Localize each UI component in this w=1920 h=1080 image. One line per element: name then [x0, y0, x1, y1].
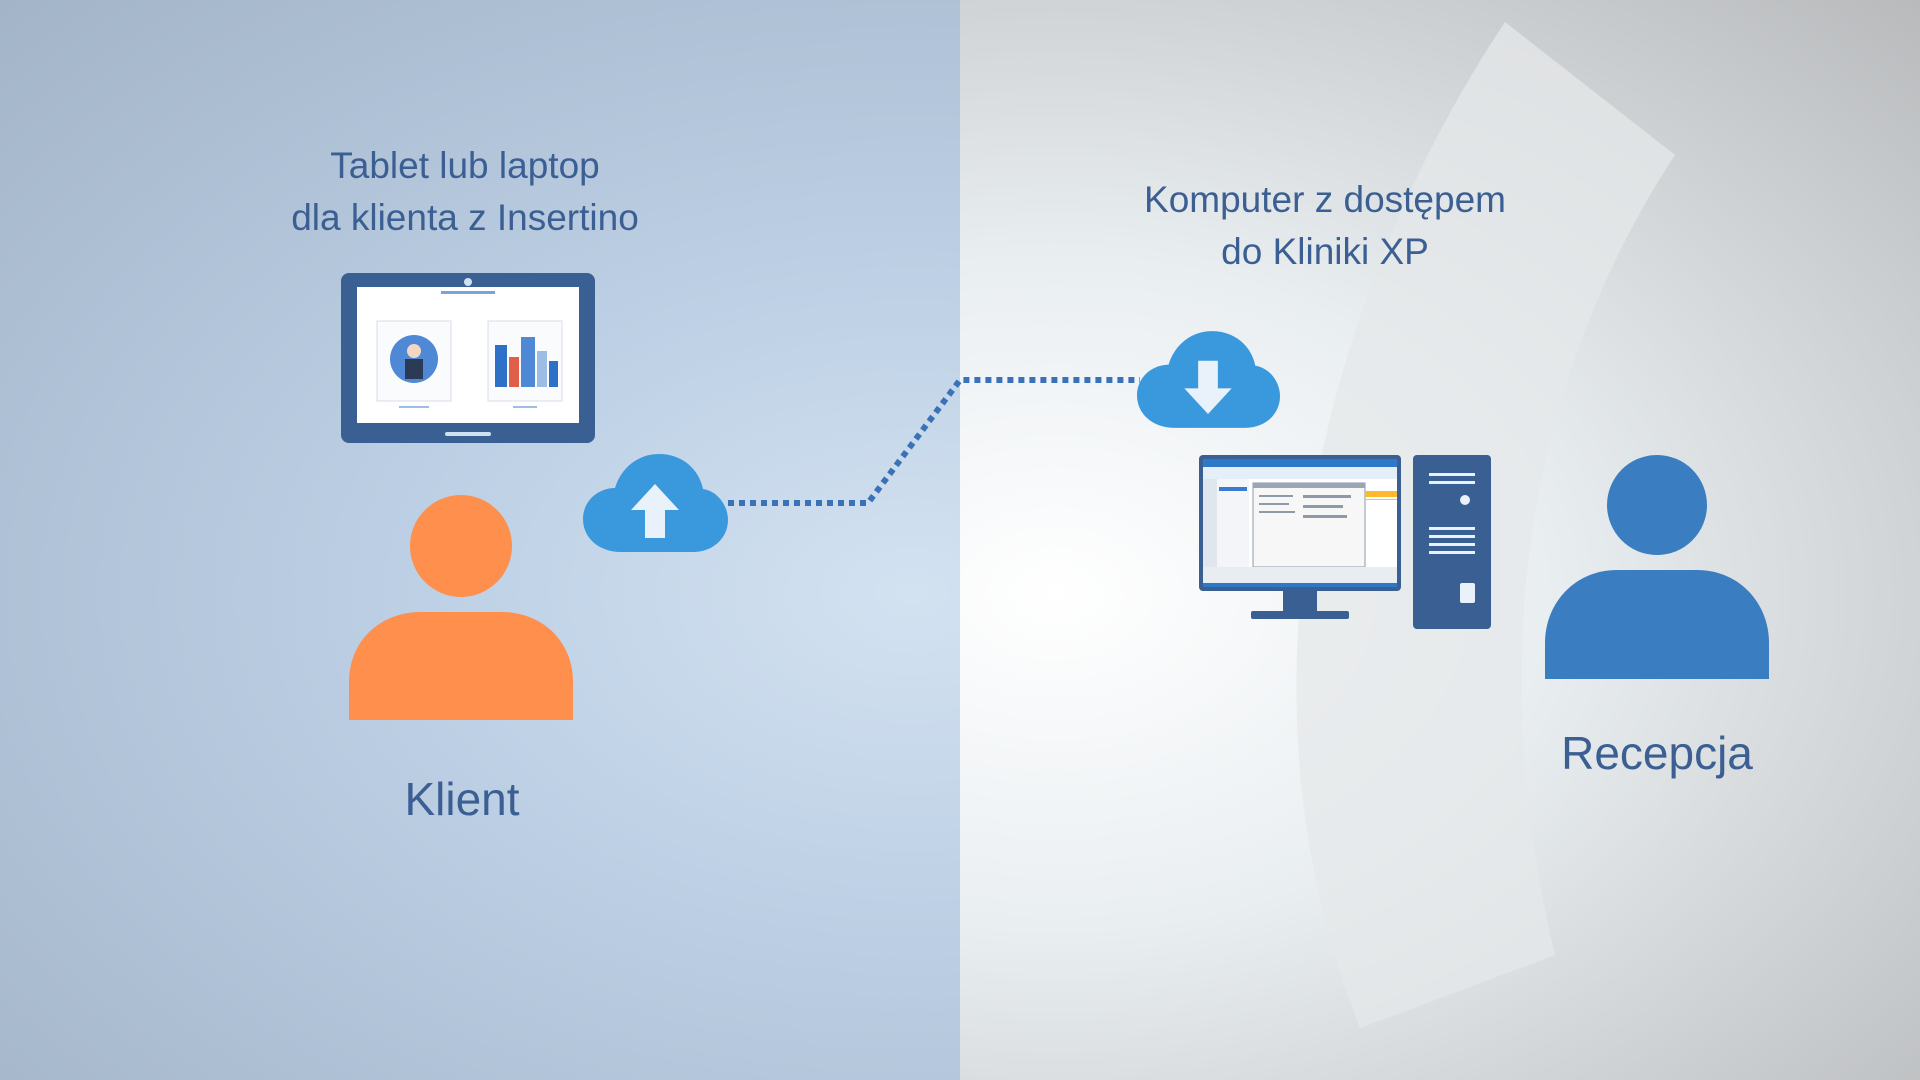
- client-device-caption: Tablet lub laptop dla klienta z Insertin…: [230, 140, 700, 244]
- reception-caption-line2: do Kliniki XP: [1221, 231, 1429, 272]
- client-caption-line1: Tablet lub laptop: [330, 145, 600, 186]
- client-caption-line2: dla klienta z Insertino: [291, 197, 639, 238]
- reception-caption-line1: Komputer z dostępem: [1144, 179, 1506, 220]
- reception-person-icon: [1545, 455, 1769, 679]
- upload-cloud-icon: [583, 454, 728, 552]
- client-person-icon: [349, 495, 573, 720]
- tablet-icon: [341, 273, 595, 443]
- reception-label: Recepcja: [1561, 727, 1753, 779]
- client-label: Klient: [404, 773, 520, 825]
- monitor-icon: [1199, 455, 1401, 619]
- download-cloud-icon: [1137, 331, 1280, 428]
- pc-tower-icon: [1413, 455, 1491, 629]
- reception-device-caption: Komputer z dostępem do Kliniki XP: [1090, 174, 1560, 278]
